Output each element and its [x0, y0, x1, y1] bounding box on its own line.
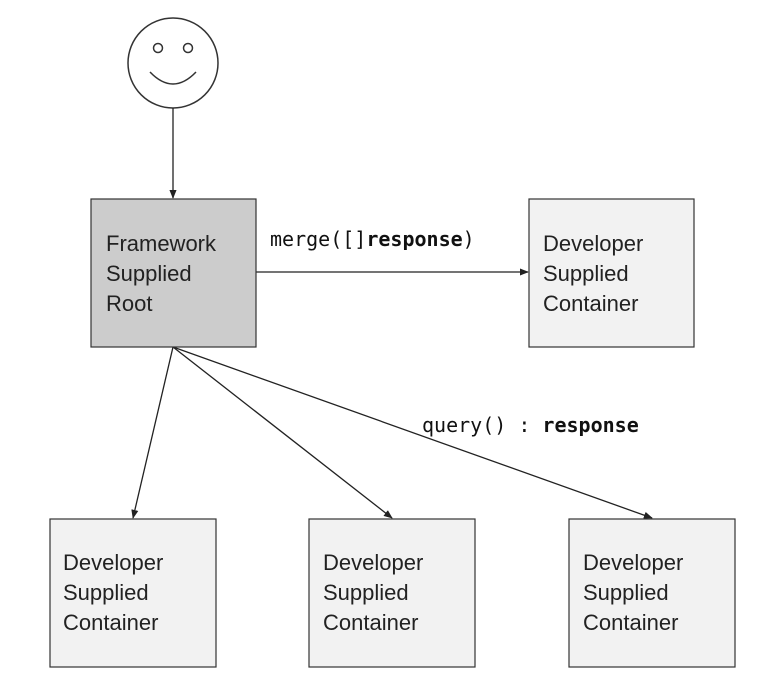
container-label-line-2: Supplied — [323, 580, 409, 605]
container-label-line-1: Developer — [323, 550, 423, 575]
container-label-line-3: Container — [323, 610, 418, 635]
root-label-line-1: Framework — [106, 231, 217, 256]
query-arrow-3 — [172, 346, 653, 519]
developer-container-node: Developer Supplied Container — [308, 518, 476, 668]
query-fn: query() : — [422, 413, 542, 437]
merge-fn: merge([] — [270, 227, 366, 251]
framework-root-node: Framework Supplied Root — [90, 198, 257, 348]
container-label-line-2: Supplied — [543, 261, 629, 286]
container-label-line-3: Container — [583, 610, 678, 635]
container-label-line-3: Container — [63, 610, 158, 635]
container-label-line-1: Developer — [583, 550, 683, 575]
developer-container-node: Developer Supplied Container — [49, 518, 217, 668]
query-response-type: response — [542, 413, 638, 437]
smiley-face-icon — [127, 17, 219, 109]
actor — [127, 17, 219, 109]
container-label-line-2: Supplied — [583, 580, 669, 605]
merge-edge-label: merge([]response) — [270, 227, 475, 251]
container-label-line-3: Container — [543, 291, 638, 316]
merge-close: ) — [463, 227, 475, 251]
root-label-line-2: Supplied — [106, 261, 192, 286]
container-label-line-1: Developer — [543, 231, 643, 256]
developer-container-node: Developer Supplied Container — [568, 518, 736, 668]
root-label-line-3: Root — [106, 291, 152, 316]
developer-container-node: Developer Supplied Container — [528, 198, 695, 348]
query-arrow-2 — [172, 346, 393, 519]
container-label-line-1: Developer — [63, 550, 163, 575]
merge-response-type: response — [366, 227, 462, 251]
container-label-line-2: Supplied — [63, 580, 149, 605]
query-edge-label: query() : response — [422, 413, 639, 437]
query-arrow-1 — [131, 346, 174, 519]
